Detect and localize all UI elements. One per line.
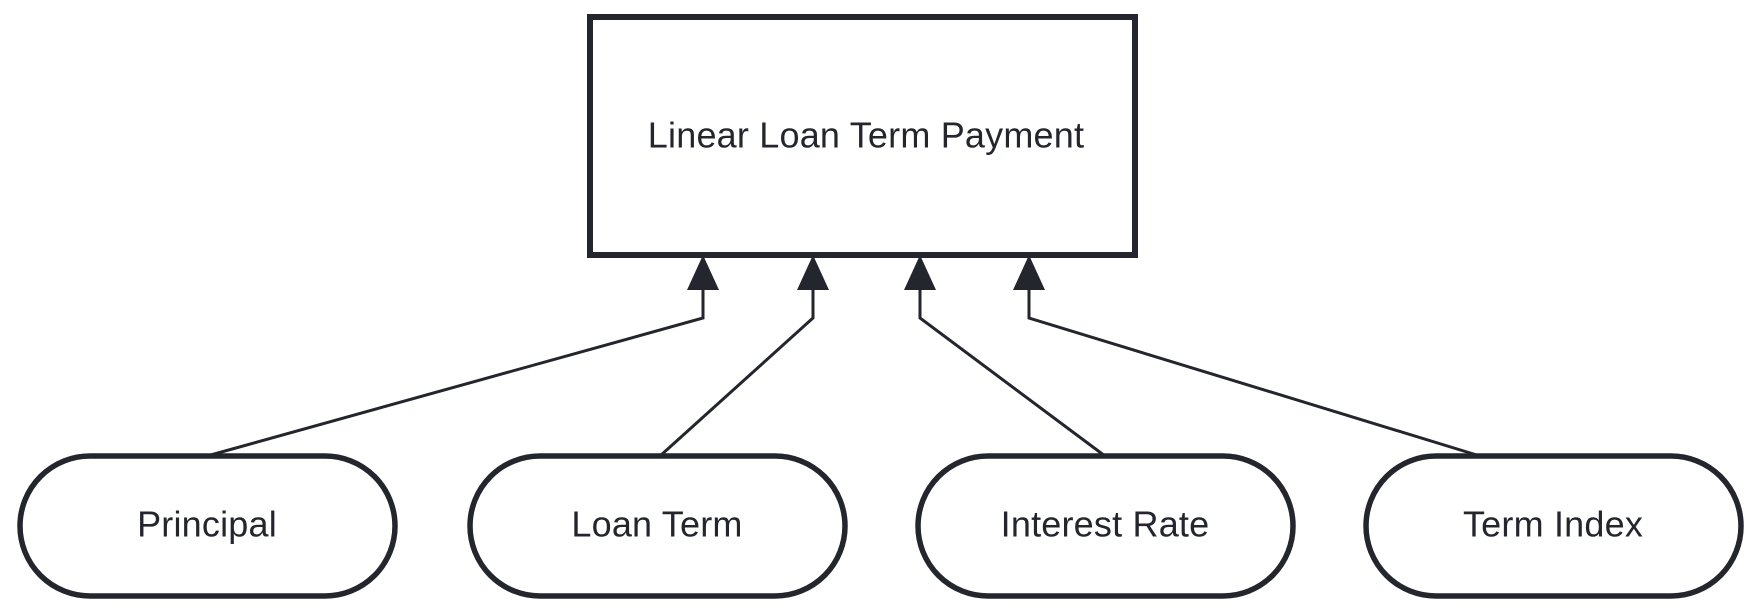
input-node-principal[interactable]: Principal xyxy=(17,453,398,599)
arrow-up-icon-interest-rate xyxy=(904,255,936,290)
input-node-loan-term[interactable]: Loan Term xyxy=(467,453,848,599)
arrow-up-icon-principal xyxy=(687,255,719,290)
input-node-interest-rate[interactable]: Interest Rate xyxy=(915,453,1296,599)
process-box-rect xyxy=(587,14,1138,258)
input-pill-label-interest-rate: Interest Rate xyxy=(1001,504,1210,545)
input-pill-label-loan-term: Loan Term xyxy=(571,504,742,545)
input-pill-label-principal: Principal xyxy=(137,504,277,545)
connector-interest-rate-to-process xyxy=(918,288,1106,458)
input-pill-rect-interest-rate xyxy=(915,453,1296,599)
arrow-up-icon-loan-term xyxy=(797,255,829,290)
process-box-label: Linear Loan Term Payment xyxy=(648,115,1084,156)
connector-principal-to-process xyxy=(206,288,705,458)
connector-loan-term-to-process xyxy=(658,288,815,458)
input-node-term-index[interactable]: Term Index xyxy=(1363,453,1744,599)
process-node-linear-loan-term-payment[interactable]: Linear Loan Term Payment xyxy=(587,14,1138,258)
input-pill-label-term-index: Term Index xyxy=(1463,504,1643,545)
input-pill-rect-loan-term xyxy=(467,453,848,599)
connector-group xyxy=(206,288,1481,458)
connector-term-index-to-process xyxy=(1027,288,1481,458)
input-pill-rect-term-index xyxy=(1363,453,1744,599)
arrow-up-icon-term-index xyxy=(1013,255,1045,290)
input-pill-rect-principal xyxy=(17,453,398,599)
arrowhead-group xyxy=(687,255,1045,290)
